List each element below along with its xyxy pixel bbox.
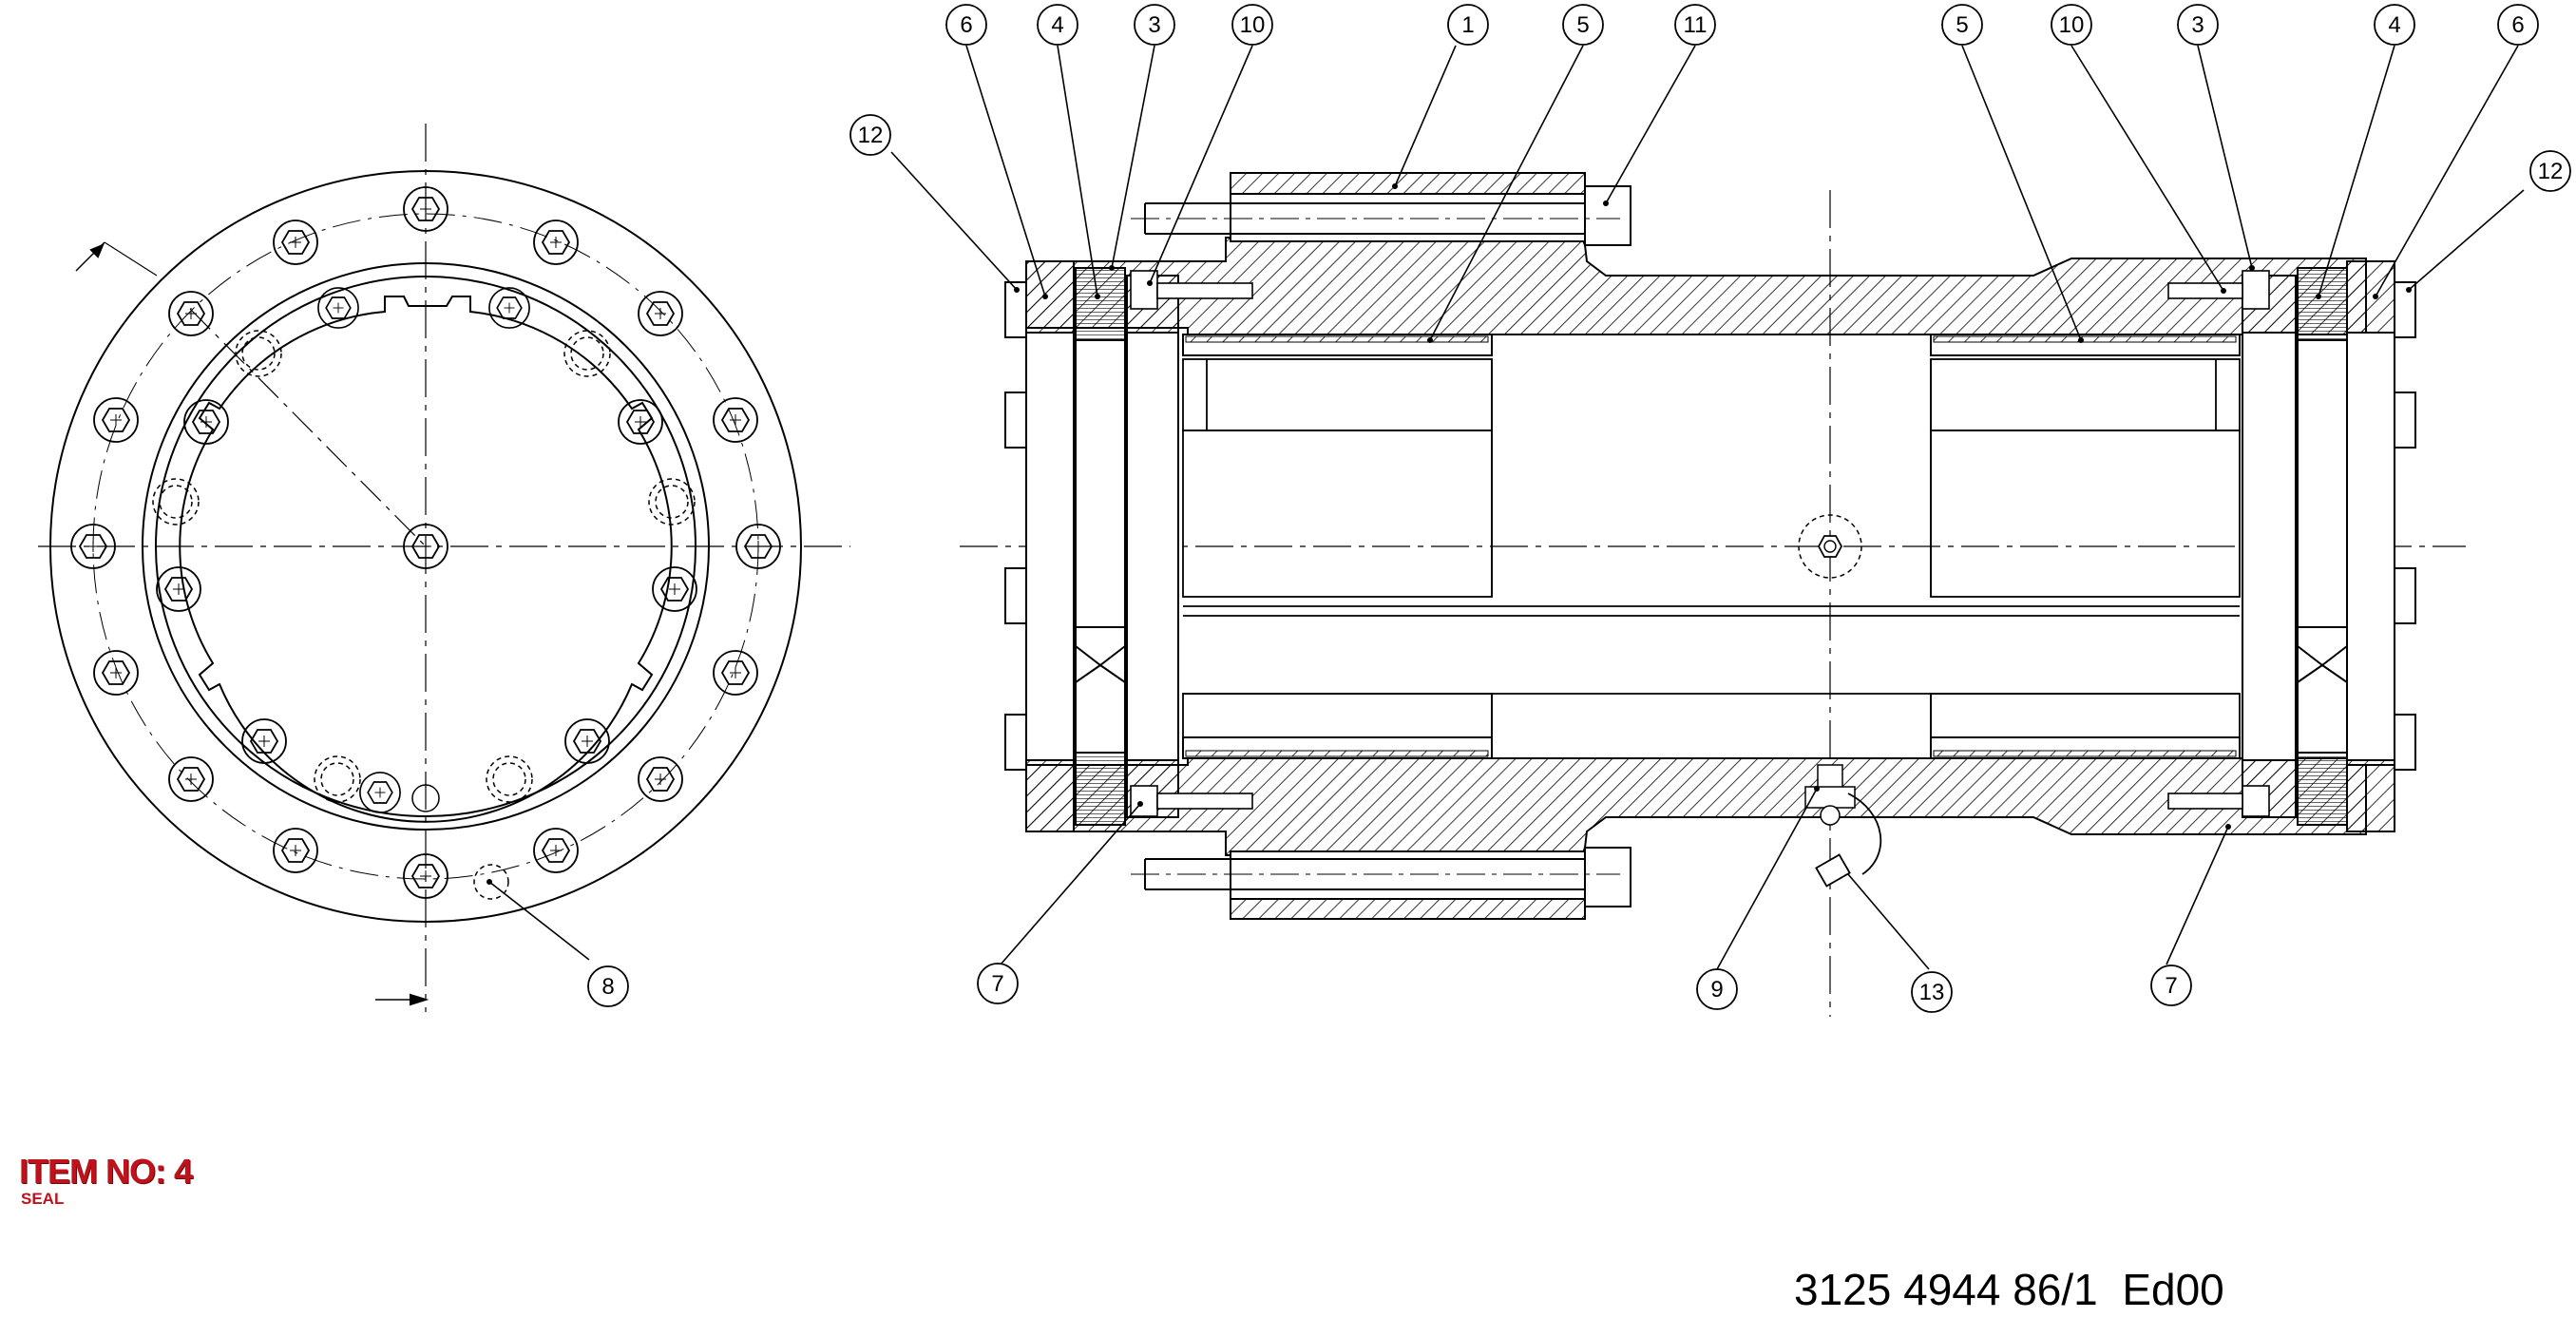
balloon-bottom-1: 8 — [587, 965, 629, 1007]
balloon-top-5: 1 — [1447, 4, 1489, 46]
balloon-side-right: 12 — [2529, 150, 2571, 192]
balloon-top-4: 10 — [1231, 4, 1273, 46]
seal-right-bottom — [2297, 752, 2348, 826]
svg-text:5: 5 — [1576, 12, 1589, 38]
leader-lines — [488, 45, 2525, 970]
section-view — [960, 172, 2466, 1017]
balloon-side-left: 12 — [849, 114, 891, 156]
svg-text:3: 3 — [2191, 12, 2204, 38]
seal-left-top — [1075, 267, 1126, 341]
balloon-bottom-2: 7 — [977, 963, 1019, 1004]
right-flange — [2346, 260, 2395, 334]
balloon-top-7: 11 — [1674, 4, 1716, 46]
balloon-top-10: 3 — [2177, 4, 2219, 46]
svg-text:7: 7 — [991, 971, 1003, 997]
lower-plate — [1230, 897, 1586, 920]
left-flange — [1025, 260, 1075, 334]
front-view — [38, 124, 850, 1012]
svg-text:11: 11 — [1684, 12, 1708, 38]
balloon-top-9: 10 — [2051, 4, 2092, 46]
balloon-bottom-4: 13 — [1911, 971, 1953, 1013]
balloon-top-3: 3 — [1134, 4, 1175, 46]
drawing-number: 3125 4944 86/1 Ed00 — [1794, 1265, 2224, 1314]
seal-left-bottom — [1075, 752, 1126, 826]
svg-text:6: 6 — [960, 12, 972, 38]
inner-bolt-circle — [156, 287, 697, 813]
svg-text:5: 5 — [1956, 12, 1968, 38]
item-name-label: SEAL — [21, 1190, 65, 1208]
svg-text:10: 10 — [1240, 12, 1266, 38]
svg-text:12: 12 — [858, 123, 884, 148]
balloon-top-6: 5 — [1562, 4, 1604, 46]
svg-text:7: 7 — [2165, 973, 2177, 999]
balloon-top-1: 6 — [945, 4, 987, 46]
splined-bore — [179, 296, 673, 823]
svg-text:8: 8 — [601, 974, 614, 1000]
housing-bottom — [1025, 757, 2367, 856]
svg-text:12: 12 — [2538, 159, 2564, 184]
balloon-top-2: 4 — [1037, 4, 1078, 46]
balloon-bottom-3: 9 — [1696, 968, 1738, 1010]
upper-plate — [1230, 172, 1586, 195]
balloon-bottom-5: 7 — [2150, 965, 2192, 1006]
svg-text:3: 3 — [1148, 12, 1160, 38]
svg-text:10: 10 — [2059, 12, 2085, 38]
svg-text:9: 9 — [1710, 977, 1723, 1003]
balloons: 6 4 3 10 1 5 11 5 10 3 4 6 12 12 8 7 9 1… — [587, 4, 2571, 1013]
svg-text:4: 4 — [2388, 12, 2400, 38]
svg-text:13: 13 — [1919, 980, 1945, 1005]
leader-dots — [487, 183, 2412, 885]
balloon-top-8: 5 — [1941, 4, 1983, 46]
seal-right-top — [2297, 267, 2348, 341]
svg-text:6: 6 — [2511, 12, 2524, 38]
balloon-top-11: 4 — [2374, 4, 2415, 46]
svg-text:1: 1 — [1461, 12, 1474, 38]
balloon-top-12: 6 — [2497, 4, 2539, 46]
item-number-label: ITEM NO: 4 — [19, 1152, 193, 1191]
svg-text:4: 4 — [1051, 12, 1063, 38]
